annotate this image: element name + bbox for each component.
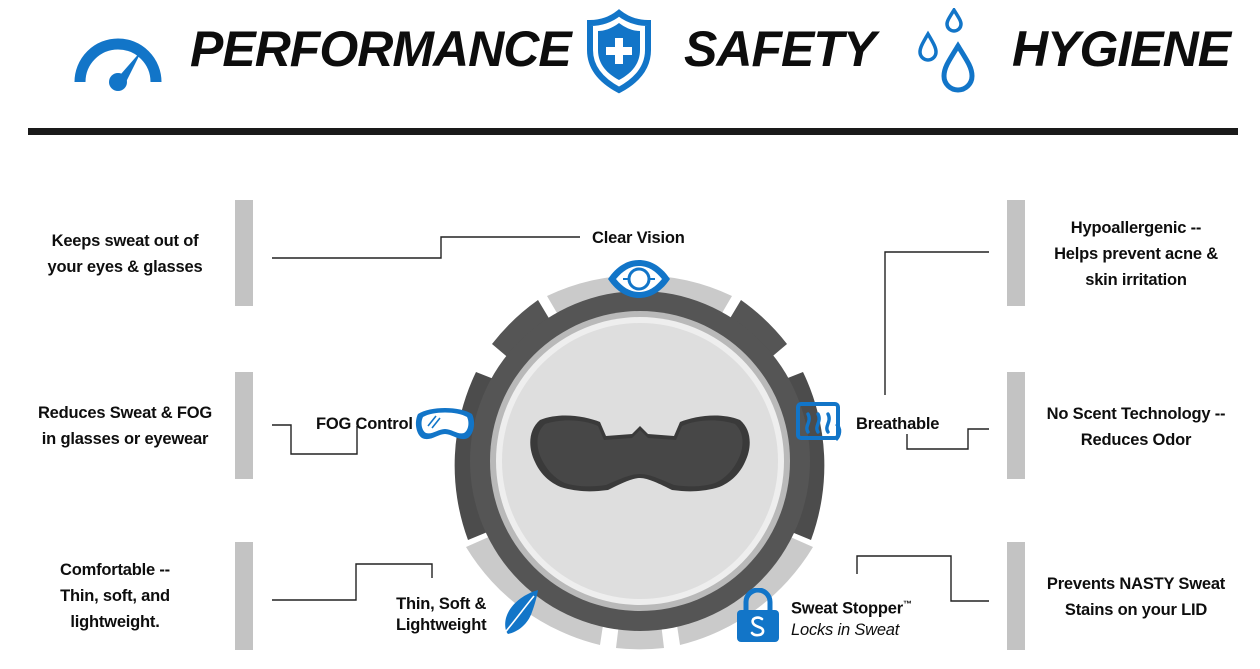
airflow-icon <box>796 402 842 442</box>
feature-fog-control-label: FOG Control <box>316 415 413 433</box>
padlock-icon <box>737 588 779 642</box>
header-label-hygiene: HYGIENE <box>1012 21 1231 77</box>
header-item-safety: SAFETY <box>584 8 876 94</box>
speedometer-icon <box>74 38 162 91</box>
eye-icon <box>608 260 670 298</box>
header-banner: PERFORMANCE SAFETY HYGIENE <box>0 0 1260 100</box>
feature-sweat-stopper-label: Sweat Stopper™ Locks in Sweat <box>791 599 912 639</box>
feature-sweat-stopper-sub: Locks in Sweat <box>791 620 900 639</box>
header-label-performance: PERFORMANCE <box>190 21 572 77</box>
right-accent-bar-1 <box>1007 200 1025 306</box>
feature-thin-soft-label: Thin, Soft & Lightweight <box>396 595 487 634</box>
feather-icon <box>501 590 538 637</box>
water-drops-icon <box>918 8 975 93</box>
left-accent-bar-2 <box>235 372 253 479</box>
connector-lines <box>272 236 989 602</box>
benefit-sweat-out-of-eyes: Keeps sweat out of your eyes & glasses <box>47 232 203 276</box>
shield-plus-icon <box>587 9 651 94</box>
trademark-mark: ™ <box>903 599 912 609</box>
right-accent-bar-2 <box>1007 372 1025 479</box>
header-label-safety: SAFETY <box>684 21 876 77</box>
header-item-hygiene: HYGIENE <box>916 8 1231 93</box>
benefit-prevents-stains: Prevents NASTY Sweat Stains on your LID <box>1046 575 1226 619</box>
benefit-comfortable: Comfortable -- Thin, soft, and lightweig… <box>60 561 170 631</box>
benefit-hypoallergenic: Hypoallergenic -- Helps prevent acne & s… <box>1054 219 1218 289</box>
left-accent-bar-3 <box>235 542 253 650</box>
feature-clear-vision-label: Clear Vision <box>592 229 685 247</box>
left-accent-bar-1 <box>235 200 253 306</box>
header-divider <box>28 128 1238 135</box>
header-item-performance: PERFORMANCE <box>70 8 572 92</box>
benefit-reduces-fog: Reduces Sweat & FOG in glasses or eyewea… <box>37 404 213 448</box>
right-accent-bar-3 <box>1007 542 1025 650</box>
feature-breathable-label: Breathable <box>856 415 940 433</box>
benefit-no-scent: No Scent Technology -- Reduces Odor <box>1046 405 1226 449</box>
sweatband-product-image <box>530 415 750 492</box>
goggles-icon <box>415 408 475 440</box>
